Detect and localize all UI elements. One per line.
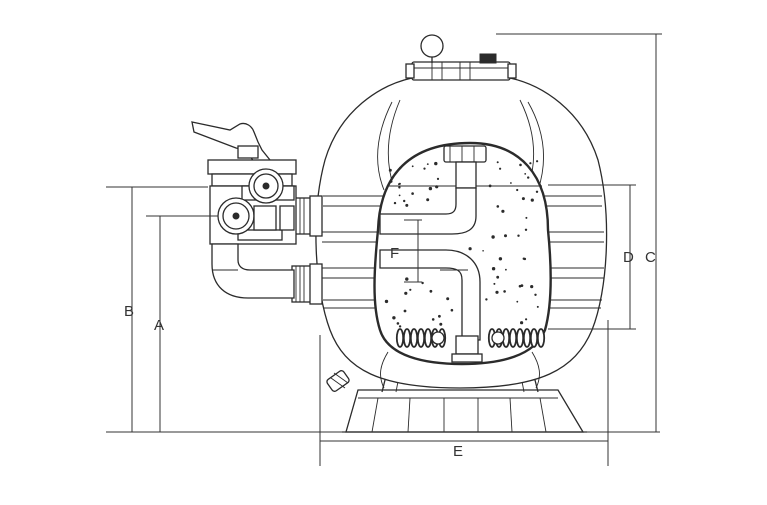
dimension-label-b: B <box>124 303 134 320</box>
dimension-label-e: E <box>453 443 463 460</box>
lateral-rib <box>402 328 412 348</box>
sand-particle <box>499 167 502 170</box>
multiport-valve <box>191 121 297 299</box>
sand-particle <box>431 318 435 321</box>
sand-particle <box>426 163 429 166</box>
lateral-rib <box>522 328 532 348</box>
sand-particle <box>399 166 402 170</box>
dimension-lines <box>106 33 662 466</box>
inner-pipes <box>379 145 487 363</box>
sand-particle <box>426 198 430 202</box>
lateral-rib <box>395 328 405 348</box>
sand-particle <box>411 192 414 195</box>
lateral-hub <box>431 331 445 345</box>
sand-particle <box>438 314 441 318</box>
dimension-label-a: A <box>154 317 164 334</box>
sand-particle <box>496 161 499 164</box>
sand-particle <box>498 257 503 261</box>
dimension-label-c: C <box>645 249 656 266</box>
sand-particle <box>388 168 392 172</box>
sand-particle <box>510 182 512 184</box>
sand-particle <box>522 257 525 260</box>
sand-particle <box>505 268 507 271</box>
sand-particle <box>524 173 527 175</box>
sand-particle <box>392 316 396 320</box>
sand-particle <box>423 167 426 170</box>
sand-particle <box>434 161 438 166</box>
sand-particle <box>482 250 484 252</box>
sand-particle <box>403 309 407 313</box>
sand-particle <box>520 321 524 325</box>
sand-particle <box>398 186 401 189</box>
lateral-rib <box>515 328 525 348</box>
sand-particle <box>404 291 408 295</box>
sand-particle <box>403 199 406 203</box>
sand-particle <box>525 216 528 219</box>
sand-particle <box>530 198 534 202</box>
sand-particle <box>491 235 495 239</box>
sand-particle <box>398 325 402 328</box>
dimension-label-f: F <box>390 245 399 262</box>
sand-particle <box>428 186 433 191</box>
sand-particle <box>529 162 532 165</box>
dimension-label-d: D <box>623 249 634 266</box>
lateral-rib <box>529 328 539 348</box>
sand-particle <box>519 163 522 167</box>
sand-particle <box>488 184 492 188</box>
sand-particle <box>517 234 520 237</box>
sand-particle <box>446 297 450 301</box>
lateral-rib <box>409 328 419 348</box>
sand-particle <box>393 201 397 205</box>
lateral-rib <box>508 328 518 348</box>
sand-particle <box>495 290 499 294</box>
sand-particle <box>411 165 414 168</box>
sand-particle <box>527 176 530 179</box>
sand-particle <box>409 288 412 291</box>
sand-particle <box>503 290 506 293</box>
sand-particle <box>405 277 409 281</box>
lateral-hub <box>491 331 505 345</box>
sand-particle <box>530 285 534 289</box>
sand-particle <box>524 228 528 231</box>
sand-particle <box>384 299 389 304</box>
lateral-rib <box>423 328 433 348</box>
filter-sand <box>384 160 539 328</box>
sand-particle <box>468 247 472 251</box>
sand-particle <box>485 298 488 301</box>
sand-particle <box>535 190 539 193</box>
sand-particle <box>405 203 409 207</box>
sand-particle <box>450 308 454 312</box>
sand-particle <box>536 160 539 163</box>
top-lid <box>405 53 517 81</box>
sand-particle <box>496 205 500 208</box>
sand-particle <box>504 234 507 238</box>
sand-particle <box>491 267 496 271</box>
lateral-rib <box>536 328 546 348</box>
sand-particle <box>516 188 519 192</box>
sand-particle <box>501 209 505 213</box>
sand-particle <box>518 284 522 288</box>
sand-particle <box>534 293 537 296</box>
sand-particle <box>493 282 496 285</box>
sand-particle <box>398 194 401 197</box>
lateral-rib <box>416 328 426 348</box>
sand-particle <box>525 318 528 321</box>
laterals <box>395 328 546 348</box>
sand-particle <box>396 322 400 325</box>
drain-plug <box>326 370 350 392</box>
sand-particle <box>516 300 519 303</box>
sand-particle <box>398 183 400 186</box>
sand-particle <box>436 177 440 180</box>
sand-particle <box>536 305 539 308</box>
sand-particle <box>435 185 439 189</box>
pressure-gauge <box>420 34 444 63</box>
sand-particle <box>439 322 443 326</box>
sand-particle <box>496 275 500 279</box>
sand-particle <box>389 179 393 183</box>
sand-particle <box>429 289 433 293</box>
sand-particle <box>521 197 525 201</box>
